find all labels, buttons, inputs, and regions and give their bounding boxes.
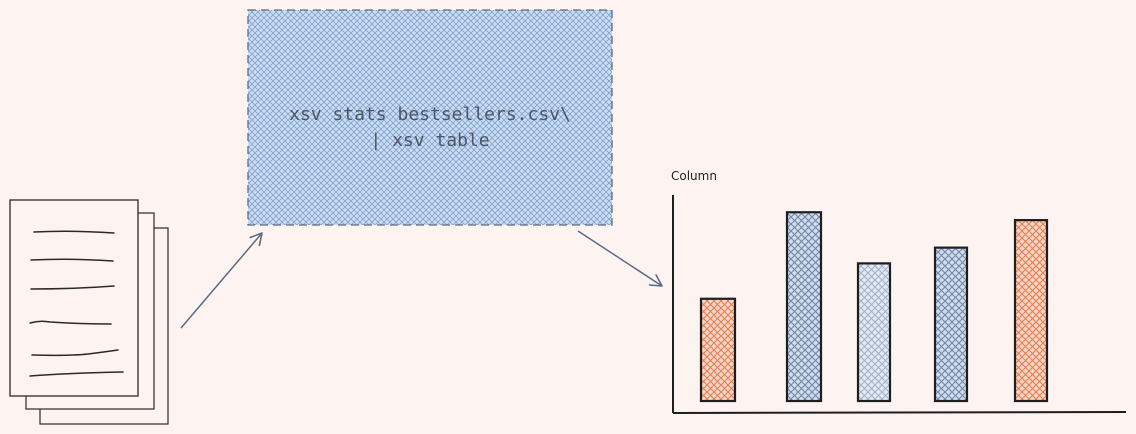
- chart-bar: [699, 297, 737, 403]
- chart-bars: [699, 211, 1049, 403]
- command-line-2: | xsv table: [370, 130, 490, 151]
- document-text-lines: [29, 230, 124, 377]
- document-page-front: [9, 199, 139, 397]
- arrow-command-to-chart: [577, 230, 663, 287]
- chart-bar: [1013, 219, 1049, 403]
- command-text: xsv stats bestsellers.csv\ | xsv table: [248, 102, 612, 154]
- y-axis-label: Column: [671, 169, 717, 183]
- chart-bar: [856, 262, 892, 403]
- arrow-document-to-command: [180, 232, 263, 329]
- chart: [672, 195, 1127, 414]
- chart-bar: [785, 211, 823, 403]
- x-axis: [672, 411, 1127, 414]
- command-line-1: xsv stats bestsellers.csv\: [289, 104, 571, 125]
- command-box: [247, 9, 613, 226]
- document-stack-icon: [9, 199, 169, 425]
- chart-bar: [933, 246, 969, 403]
